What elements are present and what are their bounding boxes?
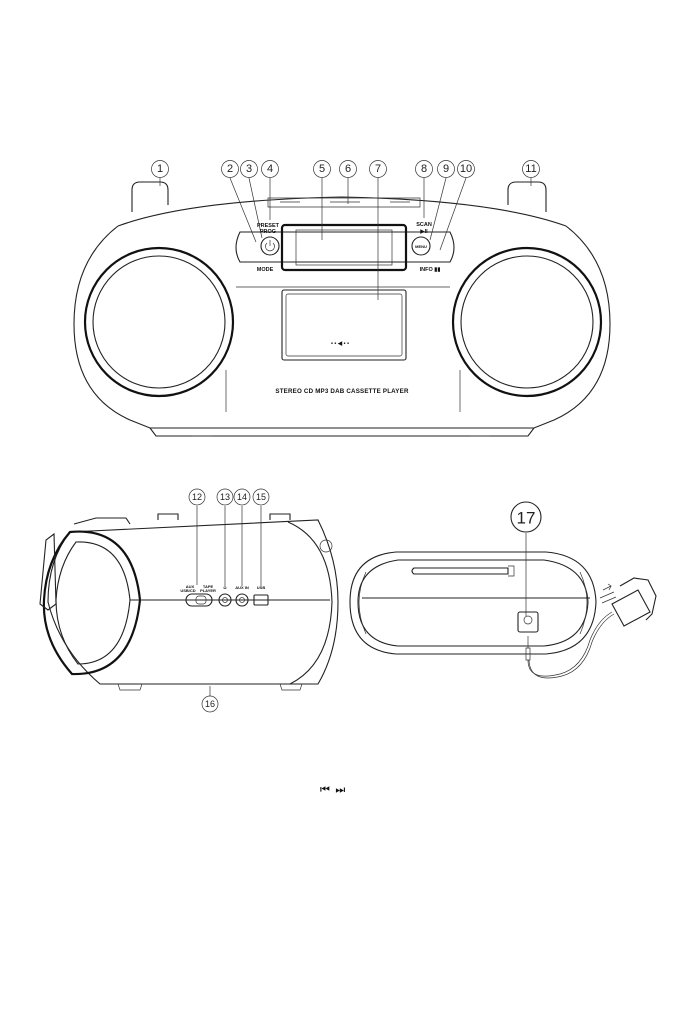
power-icon xyxy=(266,240,275,251)
mode-label: MODE xyxy=(257,267,274,273)
callout-17: 17 xyxy=(511,502,541,616)
power-cord xyxy=(526,612,612,676)
menu-label: MENU xyxy=(415,244,427,249)
scan-label: SCAN xyxy=(416,222,432,228)
rear-view xyxy=(350,552,656,678)
left-handle xyxy=(132,182,168,212)
skip-buttons-glyphs: ⏮ ⏭ xyxy=(320,784,346,796)
svg-text:5: 5 xyxy=(319,163,325,175)
cd-door[interactable] xyxy=(282,290,406,360)
svg-text:3: 3 xyxy=(246,163,252,175)
antenna xyxy=(412,568,508,574)
svg-text:4: 4 xyxy=(267,163,273,175)
body-base xyxy=(150,428,534,436)
callout-4: 4 xyxy=(262,161,279,221)
callout-5: 5 xyxy=(314,161,331,241)
callout-13: 13 xyxy=(217,489,233,586)
power-button[interactable] xyxy=(261,237,279,255)
side-speaker-outer xyxy=(44,532,140,675)
svg-text:9: 9 xyxy=(443,163,449,175)
svg-text:7: 7 xyxy=(375,163,381,175)
info-label: INFO ▮▮ xyxy=(420,267,441,273)
model-text: STEREO CD MP3 DAB CASSETTE PLAYER xyxy=(275,388,409,395)
callout-16: 16 xyxy=(202,686,218,712)
headphone-label: Ω xyxy=(223,585,227,590)
svg-text:17: 17 xyxy=(517,509,536,528)
side-body-outline xyxy=(48,520,338,684)
svg-text:1: 1 xyxy=(157,163,163,175)
cd-door-dots: • • ◀ • • xyxy=(331,340,349,347)
play-pause-label: ▶II xyxy=(419,228,428,235)
svg-text:12: 12 xyxy=(192,492,202,502)
rear-body-outline xyxy=(350,552,596,654)
svg-text:14: 14 xyxy=(237,492,247,502)
svg-text:6: 6 xyxy=(345,163,351,175)
svg-text:16: 16 xyxy=(205,699,215,709)
left-speaker-outer xyxy=(85,248,233,396)
callout-15: 15 xyxy=(253,489,269,586)
callout-12: 12 xyxy=(189,489,205,585)
svg-text:2: 2 xyxy=(227,163,233,175)
svg-text:10: 10 xyxy=(460,163,472,175)
svg-text:13: 13 xyxy=(220,492,230,502)
callout-14: 14 xyxy=(234,489,250,586)
svg-text:15: 15 xyxy=(256,492,266,502)
right-speaker-inner xyxy=(461,256,593,388)
ac-socket[interactable] xyxy=(518,612,538,632)
left-speaker-inner xyxy=(93,256,225,388)
callout-9: 9 xyxy=(430,161,455,241)
callout-8: 8 xyxy=(416,161,433,219)
svg-text:8: 8 xyxy=(421,163,427,175)
right-speaker-outer xyxy=(453,248,601,396)
svg-text:11: 11 xyxy=(525,163,536,175)
top-deck xyxy=(118,197,566,226)
wall-plug xyxy=(600,578,656,626)
right-handle xyxy=(508,182,546,212)
